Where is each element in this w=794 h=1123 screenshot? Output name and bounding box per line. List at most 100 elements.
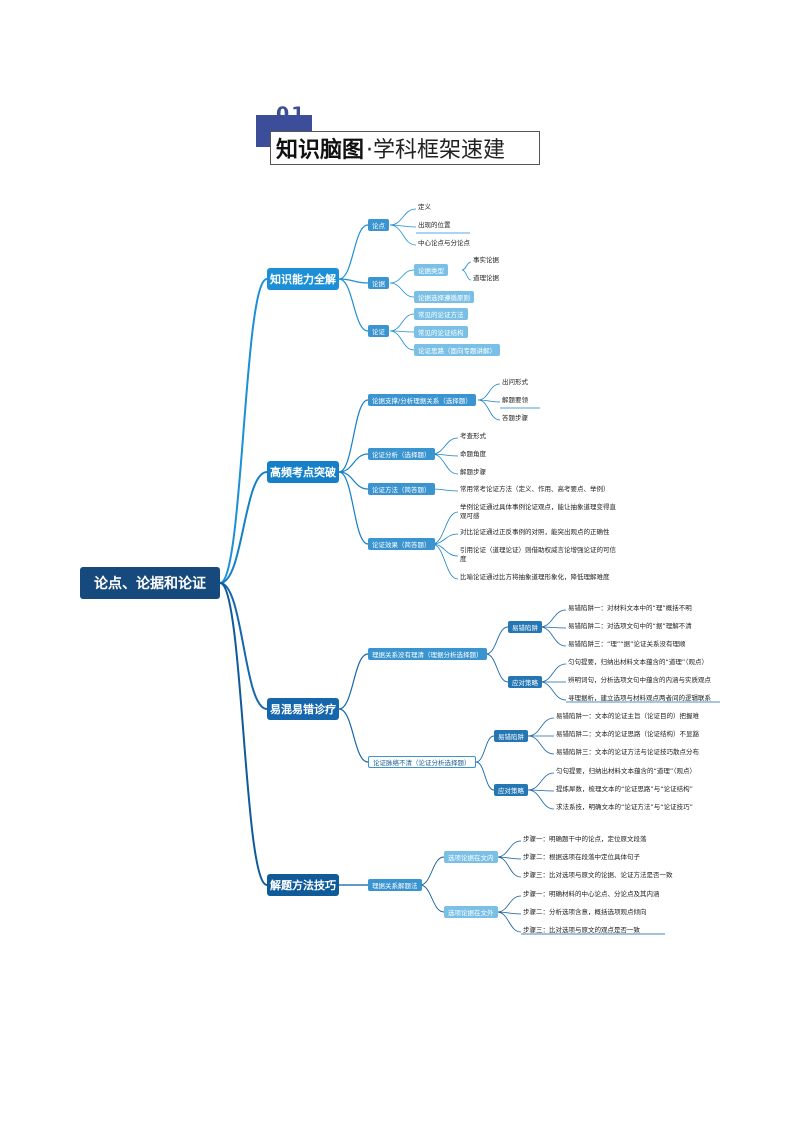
leaf-question-angle: 命题角度	[460, 450, 486, 458]
node-argument-analysis: 论证分析（选择题）	[368, 448, 435, 460]
leaf-trap-b2: 易错陷阱二：文本的论证思路（论证结构）不显豁	[556, 730, 699, 738]
leaf-fact-evidence: 事实论据	[473, 256, 499, 264]
edge-b3a-1	[485, 653, 509, 683]
node-lunju-type: 论据类型	[414, 264, 448, 276]
edge-b2b-2	[431, 453, 459, 475]
edge-b3a-strat-0	[539, 663, 567, 683]
node-lunju: 论据	[368, 277, 389, 289]
leaf-trap-a2: 易错陷阱二：对选项文句中的“据”理解不清	[568, 622, 692, 630]
node-argument-effect: 论证效果（简答题）	[368, 538, 435, 550]
edge-lunju-type-1	[461, 269, 472, 281]
leaf-out-text-3: 步骤三：比对选项与原文的观点是否一致	[523, 926, 640, 934]
edge-b2b-0	[431, 437, 459, 455]
branch-confusion: 易混易错诊疗	[267, 698, 339, 720]
node-out-text: 选项论据在文外	[444, 906, 498, 918]
leaf-solve-steps: 解题步骤	[460, 468, 486, 476]
edge-lundian-0	[389, 208, 417, 226]
edge-lunzheng-0	[389, 313, 415, 332]
edge-b2-l2-3	[338, 471, 369, 545]
leaf-effect-metaphor: 比喻论证通过比方将抽象道理形象化，降低理解难度	[460, 573, 610, 581]
leaf-trap-a3: 易错陷阱三：“理”“据”论证关系没有理顺	[568, 640, 686, 648]
edge-b2-l2-0	[338, 399, 369, 473]
edge-root-b1	[219, 278, 268, 584]
node-evidence-relation: 论据支撑/分析理据关系（选择题）	[368, 394, 476, 406]
node-argument-method: 论证方法（简答题）	[368, 483, 435, 495]
edge-b4-in-0	[496, 840, 522, 858]
leaf-strategy-a3: 寻理据析，建立选项与材料观点两者间的逻辑联系	[568, 694, 711, 702]
node-lunzheng-methods: 常见的论证方法	[414, 308, 468, 320]
leaf-in-text-2: 步骤二：根据选项在段落中定位具体句子	[523, 853, 640, 861]
edge-lunju-0	[389, 269, 415, 284]
edge-b3-l2-1	[338, 708, 369, 763]
edge-root-b4	[219, 582, 268, 886]
node-trap-a: 易错陷阱	[508, 621, 542, 633]
leaf-common-methods: 常用常考论证方法（定义、作用、高考要点、举例）	[460, 485, 610, 493]
node-trap-b: 易错陷阱	[494, 730, 528, 742]
edge-b3a-strat-2	[539, 681, 567, 701]
edge-b3b-strat-0	[527, 772, 555, 791]
leaf-out-text-2: 步骤二：分析选项含意，概括选项观点倾向	[523, 908, 647, 916]
leaf-trap-b1: 易错陷阱一：文本的论证主旨（论证目的）把握难	[556, 712, 699, 720]
leaf-effect-quote: 引用论证（道理论证）则借助权威言论增强论证的可信度	[460, 546, 616, 563]
edge-b3b-trap-0	[527, 717, 555, 737]
leaf-strategy-a2: 辨明词句，分析选项文句中蕴含的内涵与实质观点	[568, 676, 711, 684]
edge-b2c-0	[431, 488, 459, 492]
edge-b3-l2-0	[338, 653, 369, 710]
leaf-exam-form: 考查形式	[460, 432, 486, 440]
leaf-reason-evidence: 道理论据	[473, 274, 499, 282]
edge-b3a-trap-0	[539, 609, 567, 628]
branch-methods: 解题方法技巧	[267, 874, 339, 896]
edge-b3a-trap-2	[539, 626, 567, 647]
leaf-answer-steps: 答题步骤	[502, 414, 528, 422]
edge-b4a-0	[419, 856, 445, 886]
edge-b1-l2-0	[338, 224, 369, 280]
edge-b2d-0	[431, 511, 459, 545]
edge-lunju-type-0	[461, 261, 472, 271]
edge-root-b2	[219, 471, 268, 584]
edge-b2d-2	[431, 543, 459, 557]
leaf-trap-b3: 易错陷阱三：文本的论证方法与论证技巧散点分布	[556, 748, 699, 756]
edge-b2a-0	[477, 383, 501, 401]
edge-b3a-0	[485, 626, 509, 655]
branch-hot-topics: 高频考点突破	[267, 461, 339, 483]
edge-root-b3	[219, 582, 268, 710]
node-relation-method: 理据关系解题法	[368, 879, 422, 891]
leaf-in-text-1: 步骤一：明确题干中的论点，定位原文段落	[523, 835, 647, 843]
node-strategy-a: 应对策略	[508, 676, 542, 688]
edge-b3b-trap-2	[527, 735, 555, 755]
edge-b2-l2-2	[338, 471, 369, 490]
edge-b4-in-2	[496, 856, 522, 878]
header-title-sub: ·学科框架速建	[366, 138, 506, 163]
edge-b4-out-0	[496, 895, 522, 913]
header-title-main: 知识脑图	[276, 138, 365, 163]
mindmap-root: 论点、论据和论证	[80, 567, 220, 599]
node-relation-unclear: 理据关系没有理清（理据分析选择题）	[368, 648, 487, 660]
edge-b1-l2-2	[338, 278, 369, 332]
node-strategy-b: 应对策略	[494, 784, 528, 796]
edge-b4a-1	[419, 884, 445, 913]
leaf-lundian-def: 定义	[418, 203, 431, 211]
edge-b3b-0	[475, 735, 495, 763]
edge-lunzheng-2	[389, 330, 415, 351]
leaf-in-text-3: 步骤三：比对选项与原文的论据、论证方法是否一致	[523, 871, 673, 879]
edge-b3b-strat-2	[527, 789, 555, 810]
node-lunju-principle: 论据选择遵循原则	[414, 291, 474, 303]
node-lundian: 论点	[368, 219, 389, 231]
edge-b2d-3	[431, 543, 459, 580]
edge-b2d-1	[431, 533, 459, 545]
edge-lundian-2	[389, 224, 417, 246]
leaf-out-text-1: 步骤一：明确材料的中心论点、分论点及其内涵	[523, 890, 660, 898]
leaf-lundian-center: 中心论点与分论点	[418, 239, 470, 247]
branch-knowledge: 知识能力全解	[267, 268, 339, 290]
node-lunzheng-structure: 常见的论证结构	[414, 326, 468, 338]
edge-b2a-2	[477, 399, 501, 421]
leaf-lundian-pos: 出现的位置	[418, 221, 451, 229]
edge-lunju-1	[389, 282, 415, 298]
node-lunzheng-thinking: 论证思路（面向专题讲解）	[414, 344, 500, 356]
node-lunzheng: 论证	[368, 325, 389, 337]
node-in-text: 选项论据在文内	[444, 851, 498, 863]
edge-b3b-1	[475, 761, 495, 791]
edge-b1-l2-1	[338, 278, 369, 284]
leaf-strategy-b3: 求法系技，明确文本的“论证方法”与“论证技巧”	[556, 803, 693, 811]
